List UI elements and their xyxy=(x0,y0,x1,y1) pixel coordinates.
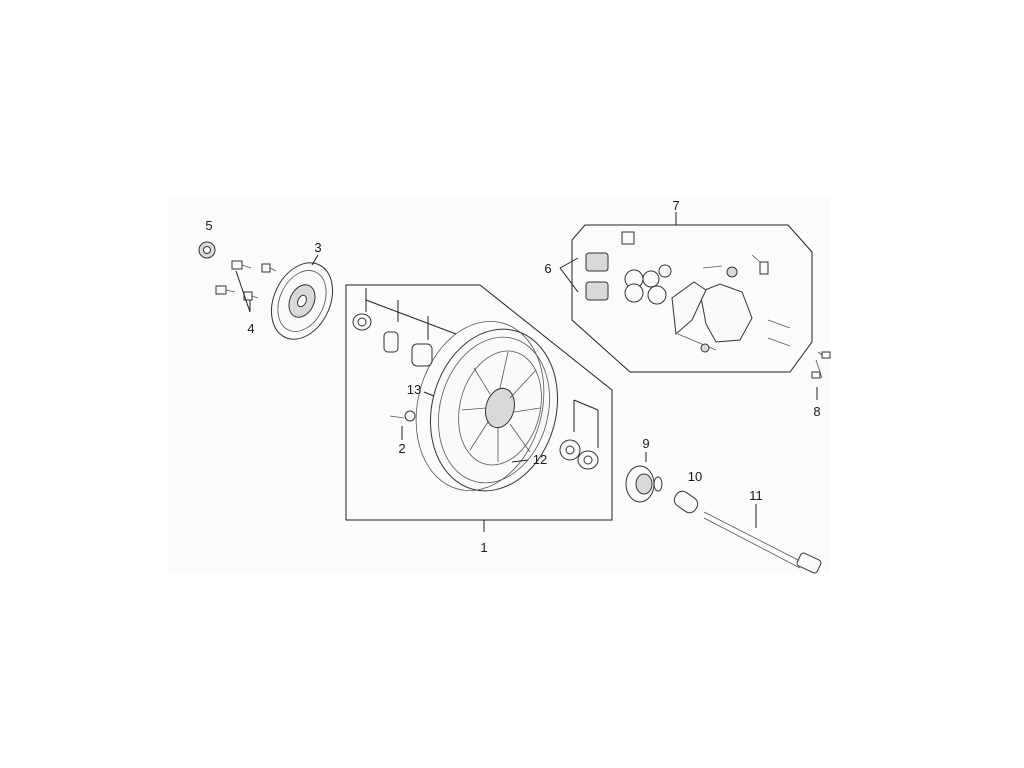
callout-2: 2 xyxy=(398,441,405,456)
callout-10: 10 xyxy=(688,469,702,484)
bolt-part-8 xyxy=(811,351,831,400)
callout-3: 3 xyxy=(314,240,321,255)
callout-9: 9 xyxy=(642,436,649,451)
tire-part-13 xyxy=(415,320,545,492)
callout-8: 8 xyxy=(813,404,820,419)
callout-6: 6 xyxy=(544,261,551,276)
bearings-left xyxy=(352,288,457,367)
hub-part-9 xyxy=(625,452,663,503)
callout-1: 1 xyxy=(480,540,487,555)
callout-5: 5 xyxy=(205,218,212,233)
callout-13: 13 xyxy=(407,382,421,397)
callout-11: 11 xyxy=(749,488,763,503)
bearings-right xyxy=(559,399,599,470)
nut-part-5 xyxy=(198,241,216,259)
brake-caliper-part-7 xyxy=(621,231,791,353)
callout-7: 7 xyxy=(672,198,679,213)
caliper-assembly-frame xyxy=(571,224,813,373)
spacer-part-10 xyxy=(673,490,699,514)
valve-part-2 xyxy=(389,410,416,440)
bolt-part-4 xyxy=(215,260,277,313)
callout-12: 12 xyxy=(533,452,547,467)
wheel-part-12 xyxy=(429,328,559,492)
brake-disc-part-3 xyxy=(271,254,333,340)
callout-4: 4 xyxy=(247,321,254,336)
brake-pads-part-6 xyxy=(559,252,609,301)
axle-part-11 xyxy=(703,504,822,574)
wheel-assembly-frame xyxy=(345,284,613,521)
